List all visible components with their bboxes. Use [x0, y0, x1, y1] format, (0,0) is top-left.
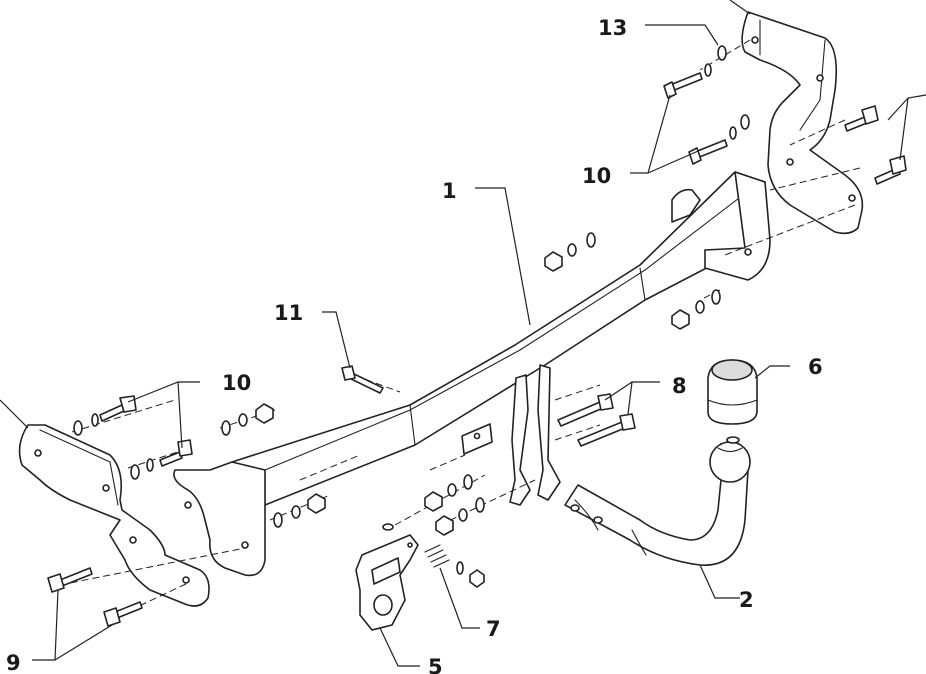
spring-fastener	[424, 544, 485, 588]
ball-cover	[707, 359, 758, 425]
callout-13: 13	[598, 16, 627, 40]
right-mounting-bracket	[741, 11, 864, 235]
callout-1: 1	[442, 179, 457, 203]
callout-5: 5	[428, 655, 443, 674]
crossbar	[173, 171, 771, 577]
callout-10-right: 10	[582, 164, 611, 188]
alignment-lines	[59, 39, 861, 616]
callout-10-left: 10	[222, 371, 251, 395]
fasteners	[47, 45, 907, 627]
callout-6: 6	[808, 355, 823, 379]
callout-11: 11	[274, 301, 303, 325]
callout-labels: 1 2 5 6 7 8 9 10 10 11 13	[6, 16, 823, 674]
callout-8: 8	[672, 374, 687, 398]
tow-ball-arm	[564, 436, 751, 566]
socket-plate	[355, 534, 419, 631]
callout-9: 9	[6, 651, 21, 674]
callout-7: 7	[486, 617, 501, 641]
callout-2: 2	[739, 588, 754, 612]
left-mounting-bracket	[18, 424, 210, 607]
